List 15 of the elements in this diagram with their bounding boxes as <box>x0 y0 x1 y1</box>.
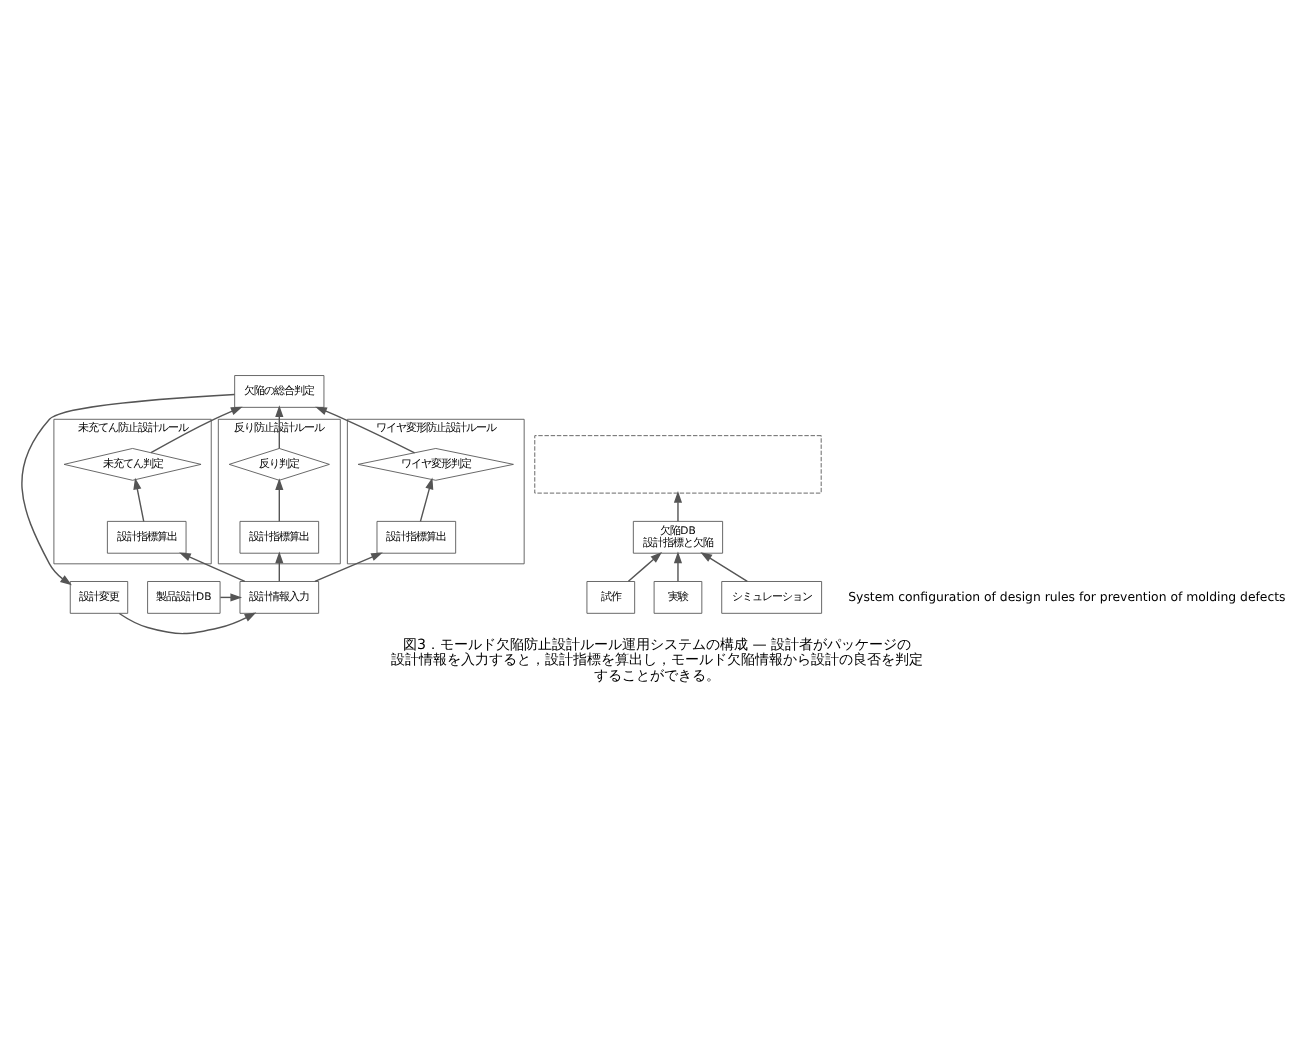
arrow <box>700 551 748 582</box>
arrow <box>315 405 416 453</box>
arrow <box>673 490 683 522</box>
arrow <box>314 551 383 582</box>
arrow <box>275 550 284 581</box>
arrow <box>133 476 145 522</box>
arrow <box>419 476 434 522</box>
arrow <box>627 551 663 581</box>
arrow <box>21 392 236 585</box>
arrow <box>118 611 257 634</box>
node-box <box>534 434 822 493</box>
arrow <box>150 405 243 453</box>
arrow <box>275 477 284 522</box>
arrow <box>673 550 683 581</box>
arrow <box>179 551 246 582</box>
